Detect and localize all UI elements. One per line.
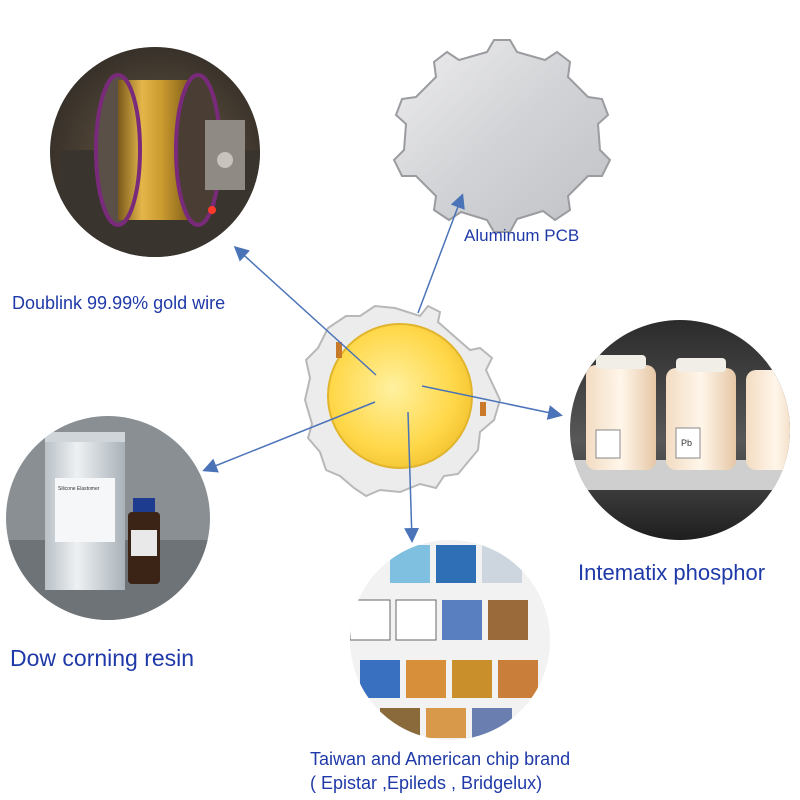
arrows [202,193,563,543]
arrow-to-pcb [417,193,465,314]
phosphor-photo: Pb [570,320,790,540]
resin-can-text: Silicone Elastomer [58,486,100,492]
arrow-to-gold-wire [233,245,377,376]
arrow-to-phosphor [421,385,563,420]
pcb-label: Aluminum PCB [464,226,580,245]
arrow-to-resin [202,401,376,473]
gold-wire-label: Doublink 99.99% gold wire [12,293,226,313]
resin-label: Dow corning resin [10,645,195,671]
chip-photo [350,540,550,740]
phosphor-label: Intematix phosphor [578,560,766,585]
gold-wire-photo [50,47,260,257]
cob-led-center [303,304,502,498]
aluminum-pcb-photo [392,39,612,233]
phosphor-tag-text: Pb [681,438,692,448]
arrow-to-chip [404,411,420,543]
chip-label-line1: Taiwan and American chip brand [310,749,571,769]
chip-label: Taiwan and American chip brand ( Epistar… [310,747,630,795]
resin-photo: Silicone Elastomer [6,416,210,620]
chip-label-line2: ( Epistar ,Epileds , Bridgelux) [310,773,543,793]
